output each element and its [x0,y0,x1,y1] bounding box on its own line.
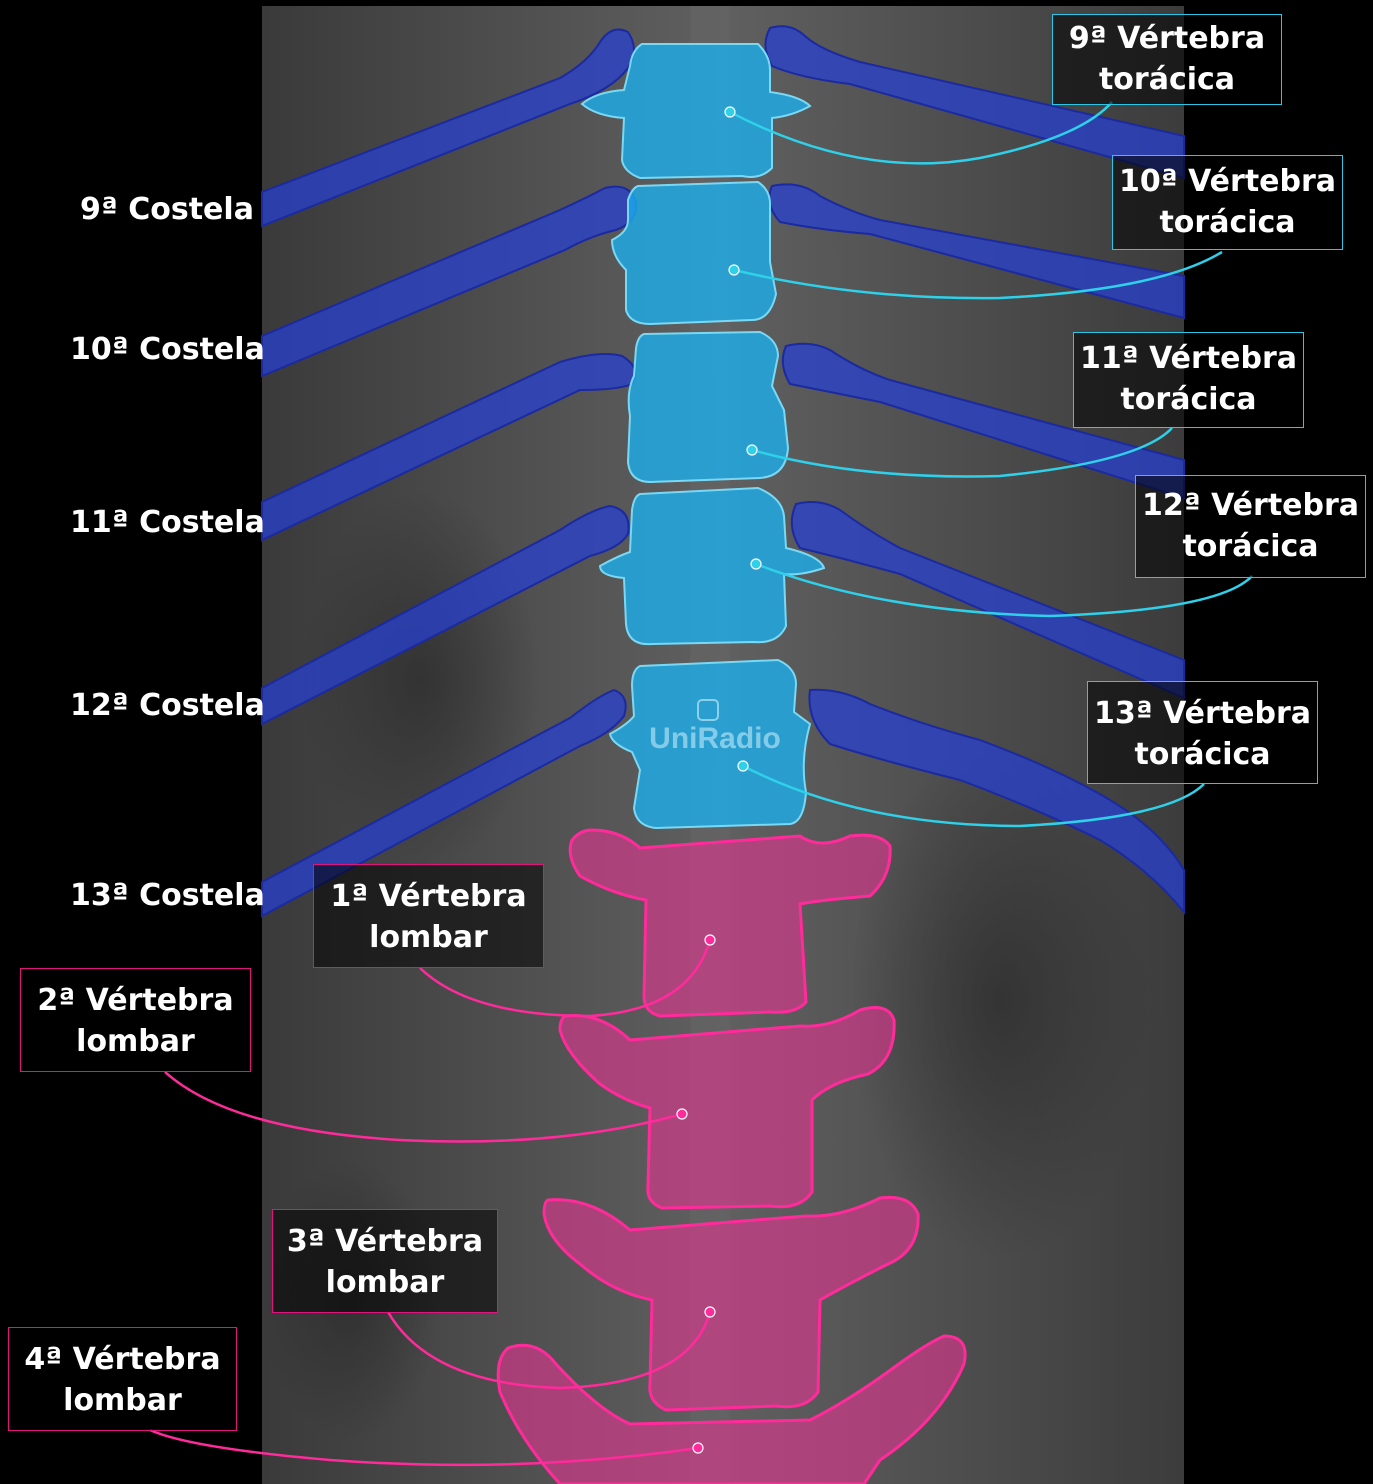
dot-thoracic-10 [729,265,739,275]
rib-label-9: 9ª Costela [80,192,254,227]
lumbar-label-4-line2: lombar [9,1380,236,1421]
thoracic-label-11-line1: 11ª Vértebra [1074,338,1303,379]
lumbar-label-3: 3ª Vértebra lombar [272,1209,498,1313]
rib-label-10: 10ª Costela [70,332,265,367]
lumbar-label-3-line2: lombar [273,1262,497,1303]
lumbar-label-2-line2: lombar [21,1021,250,1062]
rib-label-12: 12ª Costela [70,688,265,723]
thoracic-label-12-line1: 12ª Vértebra [1136,485,1365,526]
rib-label-13: 13ª Costela [70,878,265,913]
thoracic-label-11-line2: torácica [1074,379,1303,420]
lumbar-label-4: 4ª Vértebra lombar [8,1327,237,1431]
dot-lumbar-3 [705,1307,715,1317]
lumbar-label-4-line1: 4ª Vértebra [9,1339,236,1380]
lumbar-label-1: 1ª Vértebra lombar [313,864,544,968]
thoracic-label-12: 12ª Vértebra torácica [1135,475,1366,578]
dot-lumbar-4 [693,1443,703,1453]
thoracic-label-10: 10ª Vértebra torácica [1112,155,1343,250]
thoracic-label-9: 9ª Vértebra torácica [1052,14,1282,105]
thoracic-label-12-line2: torácica [1136,526,1365,567]
dot-lumbar-2 [677,1109,687,1119]
thoracic-vertebra-11-shape [628,332,788,482]
lumbar-label-1-line2: lombar [314,917,543,958]
thoracic-label-9-line1: 9ª Vértebra [1053,18,1281,59]
dot-thoracic-12 [751,559,761,569]
thoracic-label-9-line2: torácica [1053,59,1281,100]
dot-thoracic-13 [738,761,748,771]
lumbar-label-3-line1: 3ª Vértebra [273,1221,497,1262]
lumbar-label-2: 2ª Vértebra lombar [20,968,251,1072]
dot-lumbar-1 [705,935,715,945]
watermark-text: UniRadio [649,722,781,755]
thoracic-label-13: 13ª Vértebra torácica [1087,681,1318,784]
lumbar-label-1-line1: 1ª Vértebra [314,876,543,917]
thoracic-label-10-line2: torácica [1113,202,1342,243]
thoracic-label-13-line1: 13ª Vértebra [1088,693,1317,734]
thoracic-label-13-line2: torácica [1088,734,1317,775]
thoracic-vertebra-10-shape [612,182,776,324]
dot-thoracic-9 [725,107,735,117]
thoracic-label-10-line1: 10ª Vértebra [1113,161,1342,202]
lumbar-label-2-line1: 2ª Vértebra [21,980,250,1021]
rib-label-11: 11ª Costela [70,505,265,540]
thoracic-label-11: 11ª Vértebra torácica [1073,332,1304,428]
dot-thoracic-11 [747,445,757,455]
